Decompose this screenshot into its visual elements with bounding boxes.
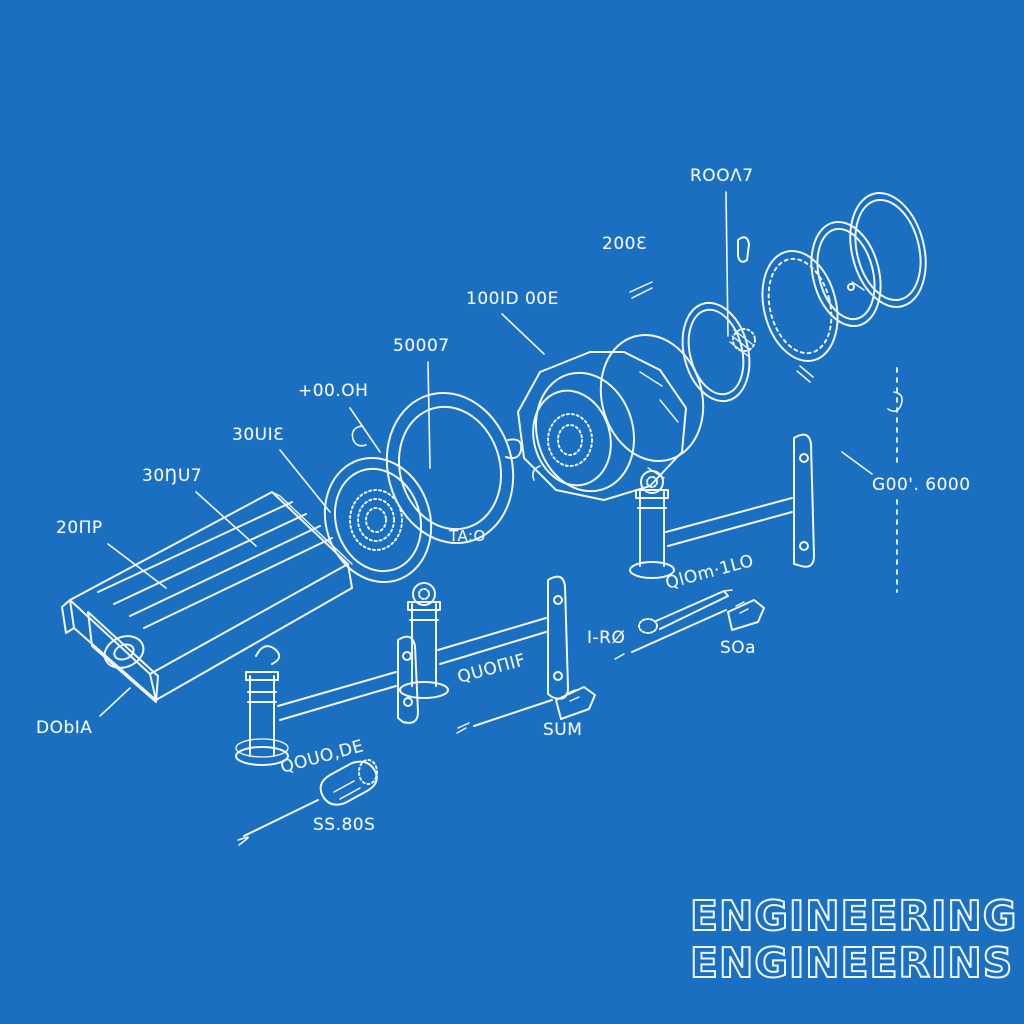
bezel-rings-icon <box>629 192 927 413</box>
leader-lines <box>99 191 873 717</box>
part-label: 20ΠP <box>56 518 103 538</box>
part-label: 30UIƐ <box>232 425 285 445</box>
mount-bracket-icon <box>629 433 815 579</box>
lens-disc-icon <box>323 425 433 584</box>
watermark-line-2: ENGINEERINS <box>689 939 1014 988</box>
watermark-line-1: ENGINEERING <box>689 892 1018 941</box>
lens-assembly-icon <box>517 333 705 501</box>
mount-bracket-icon <box>235 635 419 766</box>
cylinder-part-icon <box>237 759 378 846</box>
part-label: SOa <box>720 638 757 658</box>
part-label: SUM <box>543 720 583 740</box>
power-plug-icon <box>456 686 596 734</box>
part-label: I-RØ <box>587 628 626 648</box>
power-plug-icon <box>614 599 765 660</box>
mount-bracket-icon <box>399 575 569 700</box>
part-label: 50007 <box>393 336 450 356</box>
watermark-text: ENGINEERING ENGINEERINS <box>689 892 1018 988</box>
part-label: SS.80S <box>313 815 376 835</box>
part-label: G00'. 6000 <box>872 475 971 495</box>
part-label: 100ID 00E <box>466 289 559 309</box>
part-label: 30ŊU7 <box>142 466 203 486</box>
camera-housing-icon <box>61 491 353 703</box>
part-label: +00.OH <box>298 381 369 401</box>
part-label: ROOΛ7 <box>690 166 754 186</box>
part-label: TA:O <box>449 527 486 545</box>
part-label: DObIA <box>36 718 93 738</box>
screw-icon <box>638 589 733 634</box>
part-label: 200Ɛ <box>602 234 647 254</box>
